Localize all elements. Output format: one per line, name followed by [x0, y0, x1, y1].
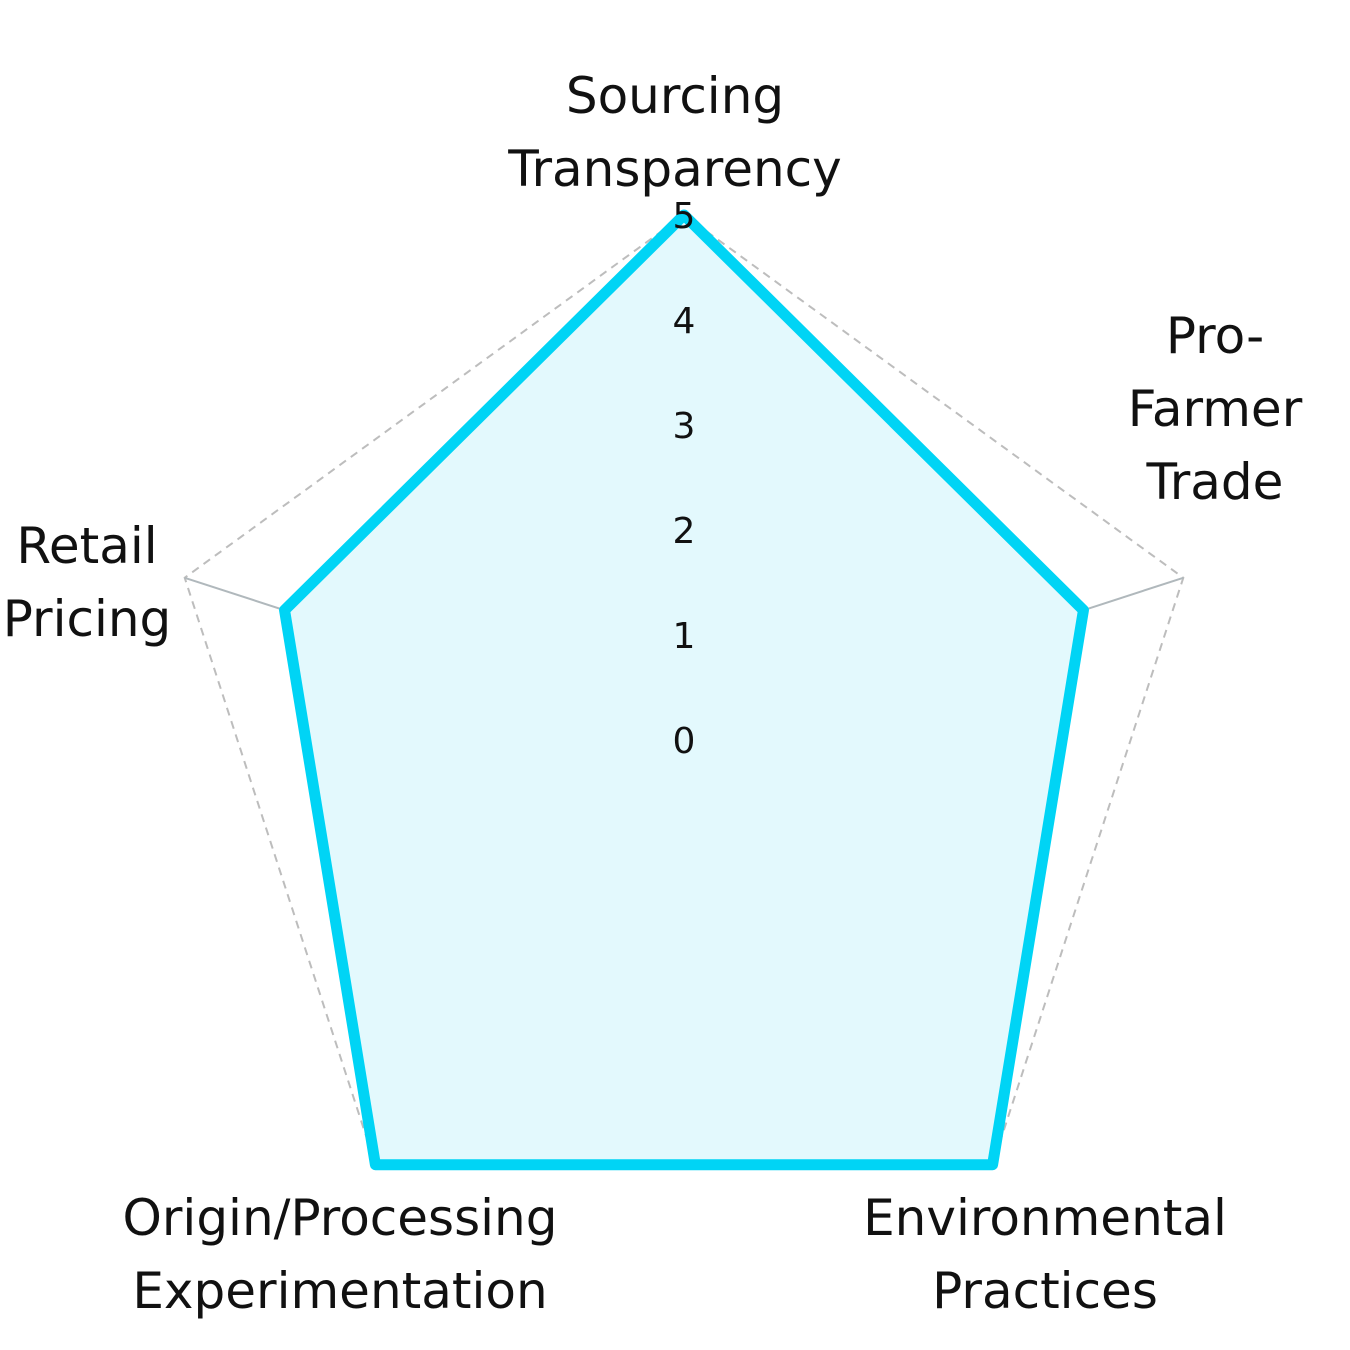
radial-tick-label: 5	[673, 196, 696, 237]
radial-tick-labels: 0 1 2 3 4 5	[673, 196, 696, 762]
radial-tick-label: 1	[673, 616, 696, 657]
radial-tick-label: 3	[673, 406, 696, 447]
radial-tick-label: 4	[673, 301, 696, 342]
series-outline	[279, 209, 1089, 1171]
radar-series	[279, 209, 1089, 1171]
radial-tick-label: 2	[673, 511, 696, 552]
series-fill	[284, 215, 1084, 1165]
radial-tick-label: 0	[673, 721, 696, 762]
